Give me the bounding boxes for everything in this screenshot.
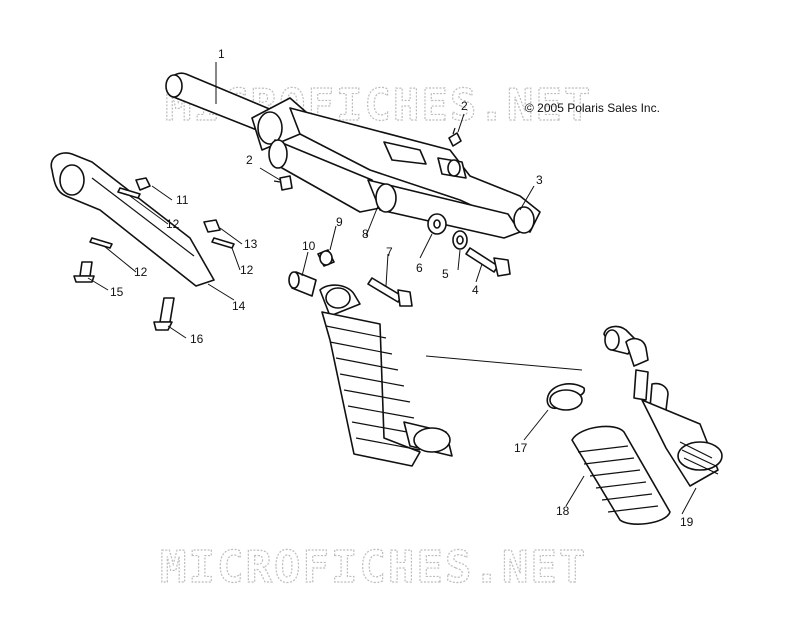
callout-part-1: 1 bbox=[218, 47, 225, 61]
callout-part-18: 18 bbox=[556, 504, 570, 518]
callout-part-8: 8 bbox=[362, 227, 369, 241]
shock-assembly-left bbox=[319, 284, 453, 467]
callout-part-10: 10 bbox=[302, 239, 316, 253]
leader-lines bbox=[87, 62, 697, 515]
washer-part-6 bbox=[427, 213, 447, 235]
spring-part-18 bbox=[571, 425, 671, 525]
rivet-part-12-middle bbox=[89, 237, 113, 249]
copyright-text: © 2005 Polaris Sales Inc. bbox=[525, 101, 660, 115]
callout-part-2-left: 2 bbox=[246, 153, 253, 167]
callout-part-16: 16 bbox=[190, 332, 204, 346]
bushing-part-9 bbox=[317, 249, 335, 267]
callout-part-15: 15 bbox=[110, 285, 124, 299]
bolt-part-7 bbox=[367, 277, 413, 307]
rivet-part-12-lower bbox=[211, 237, 235, 249]
callout-part-12-right: 12 bbox=[240, 263, 254, 277]
callout-part-9: 9 bbox=[336, 215, 343, 229]
callout-part-5: 5 bbox=[442, 267, 449, 281]
shock-assembly-right bbox=[603, 325, 723, 487]
callout-part-3: 3 bbox=[536, 173, 543, 187]
nut-part-11 bbox=[135, 177, 151, 191]
callout-part-14: 14 bbox=[232, 299, 246, 313]
washer-part-5 bbox=[452, 230, 468, 250]
rivet-part-12-upper bbox=[117, 187, 141, 199]
grease-fitting-upper bbox=[448, 127, 462, 147]
callout-part-12-middle: 12 bbox=[134, 265, 148, 279]
callout-part-7: 7 bbox=[386, 245, 393, 259]
nut-part-13 bbox=[203, 219, 221, 233]
callout-part-19: 19 bbox=[680, 515, 694, 529]
swing-arm-part bbox=[165, 72, 541, 239]
callout-part-2-upper: 2 bbox=[461, 99, 468, 113]
callout-part-13: 13 bbox=[244, 237, 258, 251]
grease-fitting-left bbox=[273, 175, 293, 191]
callout-part-6: 6 bbox=[416, 261, 423, 275]
snap-ring-part-17 bbox=[546, 383, 586, 411]
bolt-part-4 bbox=[465, 247, 511, 277]
callout-part-17: 17 bbox=[514, 441, 528, 455]
callout-part-4: 4 bbox=[472, 283, 479, 297]
watermark-bottom: MICROFICHES.NET bbox=[160, 542, 587, 593]
chain-slider-part-14 bbox=[50, 152, 215, 287]
sleeve-part-10 bbox=[288, 271, 317, 297]
screw-part-15 bbox=[73, 261, 95, 283]
separator-line bbox=[425, 355, 583, 371]
shock-spring-coils bbox=[321, 311, 421, 467]
callout-part-12-upper: 12 bbox=[166, 217, 180, 231]
bolt-part-16 bbox=[153, 297, 175, 331]
callout-part-11: 11 bbox=[176, 193, 189, 207]
